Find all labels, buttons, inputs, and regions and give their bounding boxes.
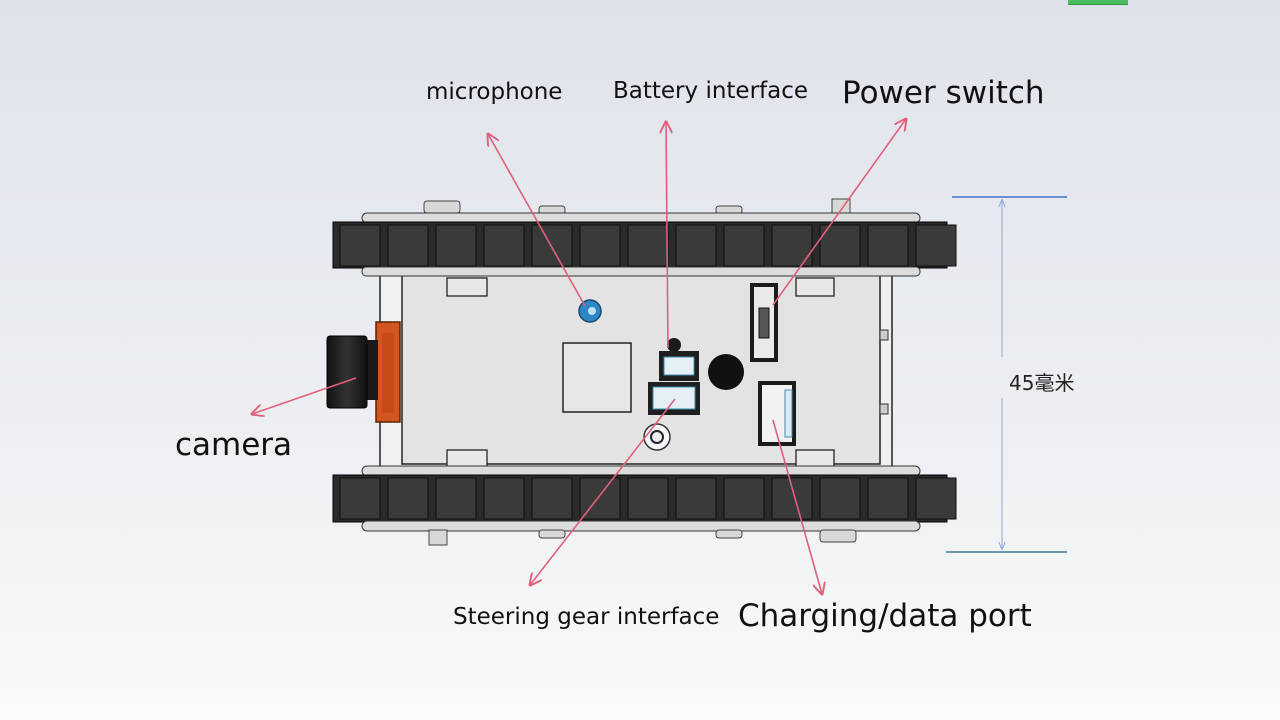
track-link [627, 477, 669, 520]
track-link [675, 224, 717, 267]
track-link [771, 477, 813, 520]
track-link [819, 224, 861, 267]
track-link [387, 477, 429, 520]
track-link [819, 477, 861, 520]
track-link [579, 224, 621, 267]
top-green-indicator [1068, 0, 1128, 5]
arrow-camera [252, 377, 357, 414]
track-link [867, 224, 909, 267]
arrow-steering [530, 398, 676, 585]
track-link [339, 477, 381, 520]
track-link [435, 224, 477, 267]
track-link [483, 224, 525, 267]
track-link [627, 224, 669, 267]
track-link [867, 477, 909, 520]
arrow-microphone [488, 134, 586, 307]
track-link [483, 477, 525, 520]
track-link [531, 224, 573, 267]
label-power-switch: Power switch [842, 75, 1045, 111]
label-steering-gear-interface: Steering gear interface [453, 604, 720, 630]
track-link [723, 477, 765, 520]
label-battery-interface: Battery interface [613, 78, 809, 104]
arrow-charging [772, 419, 822, 594]
arrow-battery [666, 122, 668, 349]
track-top [332, 198, 957, 277]
camera-module [326, 321, 401, 423]
track-link [387, 224, 429, 267]
track-link [723, 224, 765, 267]
chassis-board [379, 267, 893, 469]
callout-arrows [252, 119, 906, 594]
dimension-45mm [946, 196, 1067, 553]
dimension-label: 45毫米 [1009, 371, 1075, 395]
track-link [915, 477, 957, 520]
track-link [531, 477, 573, 520]
arrow-power [772, 119, 906, 306]
label-charging-data-port: Charging/data port [738, 598, 1032, 634]
track-link [435, 477, 477, 520]
label-microphone: microphone [426, 79, 563, 105]
label-camera: camera [175, 427, 293, 463]
track-link [675, 477, 717, 520]
track-link [339, 224, 381, 267]
track-link [915, 224, 957, 267]
track-bottom [332, 465, 957, 546]
